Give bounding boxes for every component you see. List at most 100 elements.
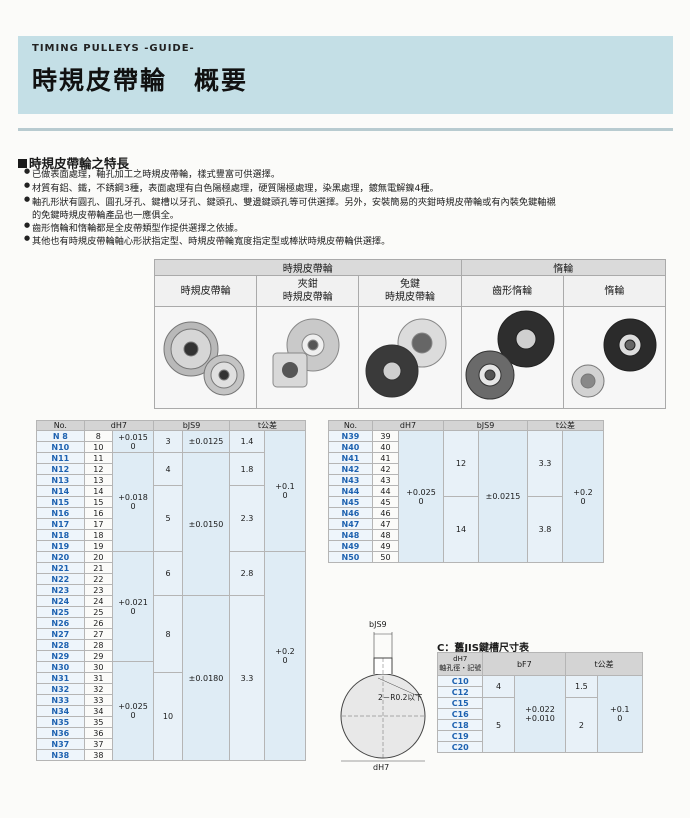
part-number: N25 (36, 606, 85, 618)
part-number: N10 (36, 441, 85, 453)
t-value: 2.3 (229, 485, 265, 552)
part-number: N32 (36, 683, 85, 695)
radius-label: 2－R0.2以下 (378, 693, 423, 702)
col-keyless-pulley: 免鍵 時規皮帶輪 (358, 275, 462, 307)
header-no: No. (36, 420, 85, 431)
t-value: 3.8 (527, 496, 563, 563)
b-value: 5 (482, 697, 515, 753)
part-number: N34 (36, 705, 85, 717)
header-b: bJS9 (443, 420, 528, 431)
part-number: N40 (328, 441, 373, 453)
b-value: 4 (153, 452, 183, 486)
d-value: 34 (83, 705, 114, 717)
d-value: 10 (83, 441, 114, 453)
d-tolerance: +0.025 0 (112, 661, 154, 761)
part-number: N39 (328, 430, 373, 442)
keyway-code: C10 (436, 675, 484, 687)
d-value: 13 (83, 474, 114, 486)
part-number: N24 (36, 595, 85, 607)
keyway-code: C20 (436, 741, 484, 753)
col-toothed-idler: 齒形惰輪 (460, 275, 564, 307)
d-value: 25 (83, 606, 114, 618)
part-number: N28 (36, 639, 85, 651)
d-value: 49 (371, 540, 400, 552)
d-value: 15 (83, 496, 114, 508)
col-timing-pulley: 時規皮帶輪 (153, 275, 258, 307)
part-number: N12 (36, 463, 85, 475)
part-number: N41 (328, 452, 373, 464)
part-number: N19 (36, 540, 85, 552)
keyless-pulley-image (358, 306, 462, 409)
timing-pulley-image (153, 306, 258, 409)
d-value: 21 (83, 562, 114, 574)
group-header-pulleys: 時規皮帶輪 (154, 259, 462, 276)
header-banner: TIMING PULLEYS -GUIDE- 時規皮帶輪 概要 (18, 36, 673, 114)
t-tolerance: +0.2 0 (264, 551, 306, 761)
part-number: N48 (328, 529, 373, 541)
t-tolerance: +0.1 0 (264, 430, 306, 552)
t-value: 3.3 (527, 430, 563, 497)
d-value: 45 (371, 496, 400, 508)
d-value: 22 (83, 573, 114, 585)
keyway-code: C18 (436, 719, 484, 731)
d-value: 33 (83, 694, 114, 706)
part-number: N11 (36, 452, 85, 464)
header-d: dH7 軸孔徑・記號 (436, 652, 484, 676)
d-value: 42 (371, 463, 400, 475)
part-number: N50 (328, 551, 373, 563)
header-divider (18, 128, 673, 131)
d-value: 31 (83, 672, 114, 684)
col-clamp-pulley: 夾鉗 時規皮帶輪 (256, 275, 360, 307)
t-value: 1.8 (229, 452, 265, 486)
d-tolerance: +0.021 0 (112, 551, 154, 662)
d-dimension-label: dH7 (373, 763, 390, 772)
d-value: 43 (371, 474, 400, 486)
t-tolerance: +0.1 0 (596, 675, 644, 753)
d-value: 36 (83, 727, 114, 739)
pulley-type-table: 時規皮帶輪 惰輪 時規皮帶輪 夾鉗 時規皮帶輪 免鍵 時規皮帶輪 齒形惰輪 惰輪 (153, 259, 667, 409)
b-value: 12 (443, 430, 479, 497)
d-tolerance: +0.015 0 (112, 430, 154, 453)
header-t: t公差 (527, 420, 604, 431)
part-number: N14 (36, 485, 85, 497)
feature-item: 其他也有時規皮帶輪軸心形狀指定型、時規皮帶輪寬度指定型或棒狀時規皮帶輪供選擇。 (24, 233, 390, 247)
d-value: 44 (371, 485, 400, 497)
part-number: N26 (36, 617, 85, 629)
c-table-title: C：舊JIS鍵槽尺寸表 (437, 643, 529, 654)
part-number: N 8 (36, 430, 85, 442)
t-value: 1.5 (565, 675, 598, 698)
d-value: 24 (83, 595, 114, 607)
d-value: 27 (83, 628, 114, 640)
feature-item: 軸孔形狀有圓孔、圓孔牙孔、鍵槽以牙孔、鍵頭孔、雙邊鍵頭孔等可供選擇。另外，安裝簡… (24, 194, 556, 208)
d-tolerance: +0.025 0 (398, 430, 444, 563)
b-tolerance: ±0.0215 (478, 430, 528, 563)
b-tolerance: ±0.0125 (182, 430, 230, 453)
part-number: N20 (36, 551, 85, 563)
part-number: N45 (328, 496, 373, 508)
clamp-pulley-image (256, 306, 360, 409)
header-t: t公差 (565, 652, 643, 676)
d-value: 38 (83, 749, 114, 761)
keyway-code: C19 (436, 730, 484, 742)
b-value: 14 (443, 496, 479, 563)
keyway-code: C15 (436, 697, 484, 709)
d-value: 8 (83, 430, 114, 442)
part-number: N43 (328, 474, 373, 486)
